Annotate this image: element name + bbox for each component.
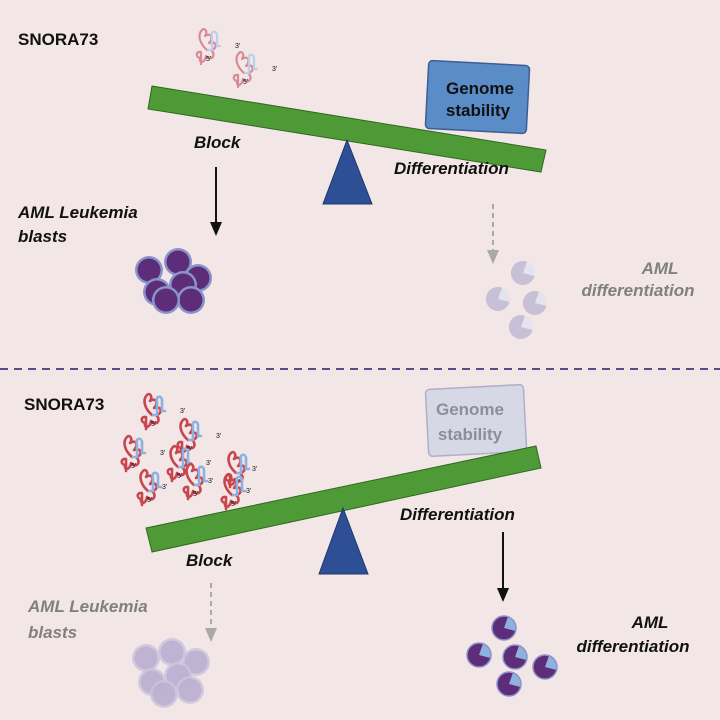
bottom-differentiation-label-line1: AML (631, 613, 669, 632)
top-block-arrow (210, 167, 222, 236)
rna-hairpin-icon: 5' 3' (166, 444, 211, 483)
five-prime-label: 5' (177, 473, 182, 480)
top-differentiation-arrow (487, 204, 499, 264)
top-differentiated-cells (485, 260, 547, 339)
three-prime-label: 3' (272, 66, 277, 73)
top-box-line2: stability (446, 101, 511, 120)
five-prime-label: 5' (187, 446, 192, 453)
five-prime-label: 5' (131, 463, 136, 470)
five-prime-label: 5' (147, 497, 152, 504)
top-fulcrum (322, 138, 373, 205)
bottom-differentiation-arrow (497, 532, 509, 602)
bottom-block-arrow (205, 583, 217, 642)
five-prime-label: 5' (151, 421, 156, 428)
three-prime-label: 3' (252, 466, 257, 473)
top-block-label: Block (194, 133, 242, 152)
top-leukemia-blasts (135, 248, 212, 314)
top-panel: SNORA73 5' 3' 5' 3' Genome stability Blo… (17, 27, 695, 339)
three-prime-label: 3' (208, 478, 213, 485)
top-rna-cluster: 5' 3' 5' 3' (195, 27, 277, 89)
bottom-blasts-label-line2: blasts (28, 623, 77, 642)
rna-hairpin-icon: 5' 3' (220, 472, 251, 511)
rna-hairpin-icon: 5' 3' (232, 50, 277, 89)
rna-hairpin-icon: 5' 3' (182, 462, 213, 501)
rna-hairpin-icon: 5' 3' (120, 434, 165, 473)
top-differentiation-label-line1: AML (641, 259, 679, 278)
rna-hairpin-icon: 5' 3' (176, 417, 221, 456)
three-prime-label: 3' (160, 450, 165, 457)
bottom-seesaw-beam (145, 445, 542, 553)
three-prime-label: 3' (246, 488, 251, 495)
five-prime-label: 5' (243, 79, 248, 86)
bottom-differentiation-label: Differentiation (400, 505, 515, 524)
three-prime-label: 3' (180, 408, 185, 415)
three-prime-label: 3' (216, 433, 221, 440)
top-seesaw-beam (147, 85, 547, 173)
bottom-block-label: Block (186, 551, 234, 570)
five-prime-label: 5' (206, 56, 211, 63)
top-title: SNORA73 (18, 30, 98, 49)
bottom-genome-stability-box: Genome stability (424, 383, 528, 458)
bottom-fulcrum (318, 506, 369, 575)
bottom-box-line2: stability (438, 425, 503, 444)
three-prime-label: 3' (162, 484, 167, 491)
five-prime-label: 5' (193, 491, 198, 498)
top-box-line1: Genome (446, 79, 514, 98)
rna-hairpin-icon: 5' 3' (136, 468, 167, 507)
bottom-box-line1: Genome (436, 400, 504, 419)
top-genome-stability-box: Genome stability (424, 59, 531, 135)
bottom-rna-cluster: 5' 3' 5' 3' 5' 3' 5' 3' 5' 3' (120, 392, 257, 511)
bottom-panel: SNORA73 5' 3' 5' 3' 5' 3' 5' 3' (24, 383, 690, 708)
five-prime-label: 5' (231, 501, 236, 508)
top-blasts-label-line1: AML Leukemia (17, 203, 138, 222)
rna-hairpin-icon: 5' 3' (140, 392, 185, 431)
rna-hairpin-icon: 5' 3' (195, 27, 240, 66)
top-differentiation-label: Differentiation (394, 159, 509, 178)
three-prime-label: 3' (235, 43, 240, 50)
three-prime-label: 3' (206, 460, 211, 467)
bottom-differentiated-cells (466, 615, 558, 697)
bottom-blasts-label-line1: AML Leukemia (27, 597, 148, 616)
bottom-leukemia-blasts (132, 638, 210, 708)
top-blasts-label-line2: blasts (18, 227, 67, 246)
bottom-title: SNORA73 (24, 395, 104, 414)
bottom-differentiation-label-line2: differentiation (576, 637, 689, 656)
top-differentiation-label-line2: differentiation (581, 281, 694, 300)
